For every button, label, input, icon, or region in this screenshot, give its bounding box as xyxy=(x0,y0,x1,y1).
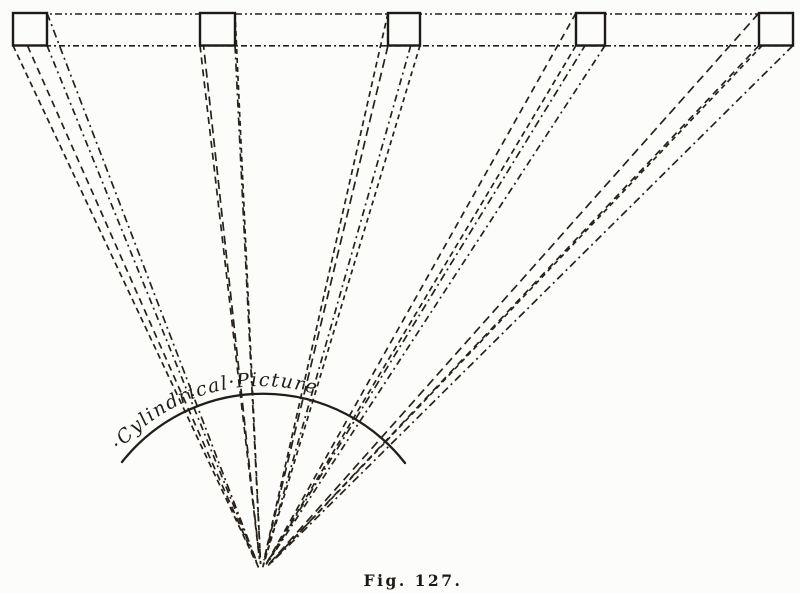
sight-ray xyxy=(265,44,760,568)
sight-ray xyxy=(265,12,577,564)
cylindrical-picture-label-text: ·Cylindrical·Picture xyxy=(106,369,319,455)
sight-ray xyxy=(262,45,389,562)
sight-ray xyxy=(263,12,389,561)
sight-ray xyxy=(12,12,260,568)
sight-ray xyxy=(262,12,421,567)
sight-ray xyxy=(46,12,258,564)
sight-ray xyxy=(234,45,262,566)
sight-ray xyxy=(268,12,606,560)
sight-ray xyxy=(199,45,261,560)
sight-ray xyxy=(270,12,794,564)
sight-rays xyxy=(12,12,794,568)
squares-row xyxy=(11,11,795,47)
square xyxy=(386,11,422,47)
sight-ray xyxy=(12,45,255,559)
sight-ray xyxy=(46,45,259,565)
square xyxy=(11,11,49,47)
square xyxy=(574,11,607,47)
sight-ray xyxy=(266,12,760,567)
sight-ray xyxy=(261,45,421,568)
cylindrical-picture-label: ·Cylindrical·Picture xyxy=(106,369,320,455)
square xyxy=(757,11,795,47)
figure-caption: Fig. 127. xyxy=(364,571,463,590)
sight-ray xyxy=(265,45,577,565)
cylindrical-picture-arc xyxy=(120,392,407,465)
sight-ray xyxy=(268,45,606,561)
sight-ray xyxy=(269,44,794,565)
square xyxy=(198,11,237,47)
